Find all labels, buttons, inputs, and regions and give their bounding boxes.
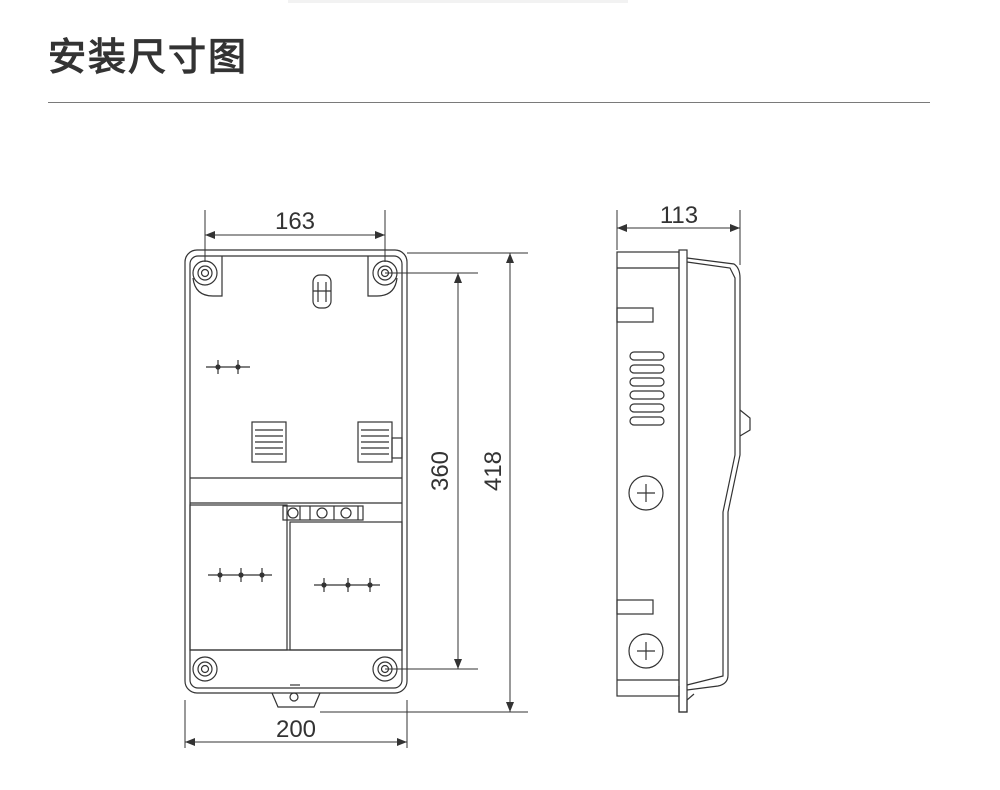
side-cover-profile bbox=[686, 257, 741, 691]
dim-label-360: 360 bbox=[427, 451, 454, 491]
hanger-slot bbox=[312, 274, 332, 309]
bottom-tab-hole bbox=[289, 692, 299, 702]
side-dimension-arrows bbox=[617, 224, 740, 232]
vent-grille-right bbox=[357, 421, 393, 463]
side-latch bbox=[739, 409, 751, 437]
meter-mount-points-lower-right bbox=[314, 578, 380, 592]
side-view bbox=[616, 249, 751, 713]
page-title: 安装尺寸图 bbox=[48, 35, 249, 79]
side-dimension-lines bbox=[616, 210, 741, 265]
side-slot bbox=[616, 599, 654, 615]
dim-label-163: 163 bbox=[275, 208, 315, 235]
meter-mount-points-lower-left bbox=[208, 568, 272, 582]
vent-grille-left bbox=[251, 421, 287, 463]
front-dimension-arrows bbox=[185, 231, 514, 746]
mount-hole-bottom-left bbox=[192, 656, 218, 682]
side-back-body bbox=[616, 251, 680, 697]
front-dimension-lines bbox=[184, 210, 528, 748]
side-cover-inner bbox=[686, 261, 736, 686]
side-bottom-bracket bbox=[678, 686, 695, 713]
side-latch bbox=[391, 437, 403, 459]
side-slot bbox=[616, 307, 654, 323]
side-vents bbox=[629, 351, 665, 426]
meter-mount-points-upper bbox=[206, 360, 250, 374]
bottom-tab bbox=[271, 692, 321, 708]
title-divider bbox=[48, 102, 930, 103]
side-knockout-upper bbox=[628, 475, 664, 511]
corner-boss-right bbox=[367, 256, 398, 297]
lower-compartment-left bbox=[189, 504, 288, 651]
front-view bbox=[184, 249, 408, 708]
dim-label-200: 200 bbox=[276, 716, 316, 743]
dim-label-113: 113 bbox=[660, 202, 698, 229]
front-outer-frame bbox=[184, 249, 408, 694]
terminal-block bbox=[282, 505, 364, 521]
front-inner-frame bbox=[189, 255, 403, 689]
mount-hole-top-left bbox=[192, 260, 218, 286]
top-decor-bar bbox=[288, 0, 628, 3]
side-flange bbox=[678, 249, 688, 713]
side-knockout-lower bbox=[628, 633, 664, 669]
corner-boss-left bbox=[192, 256, 223, 297]
dim-label-418: 418 bbox=[480, 451, 507, 491]
